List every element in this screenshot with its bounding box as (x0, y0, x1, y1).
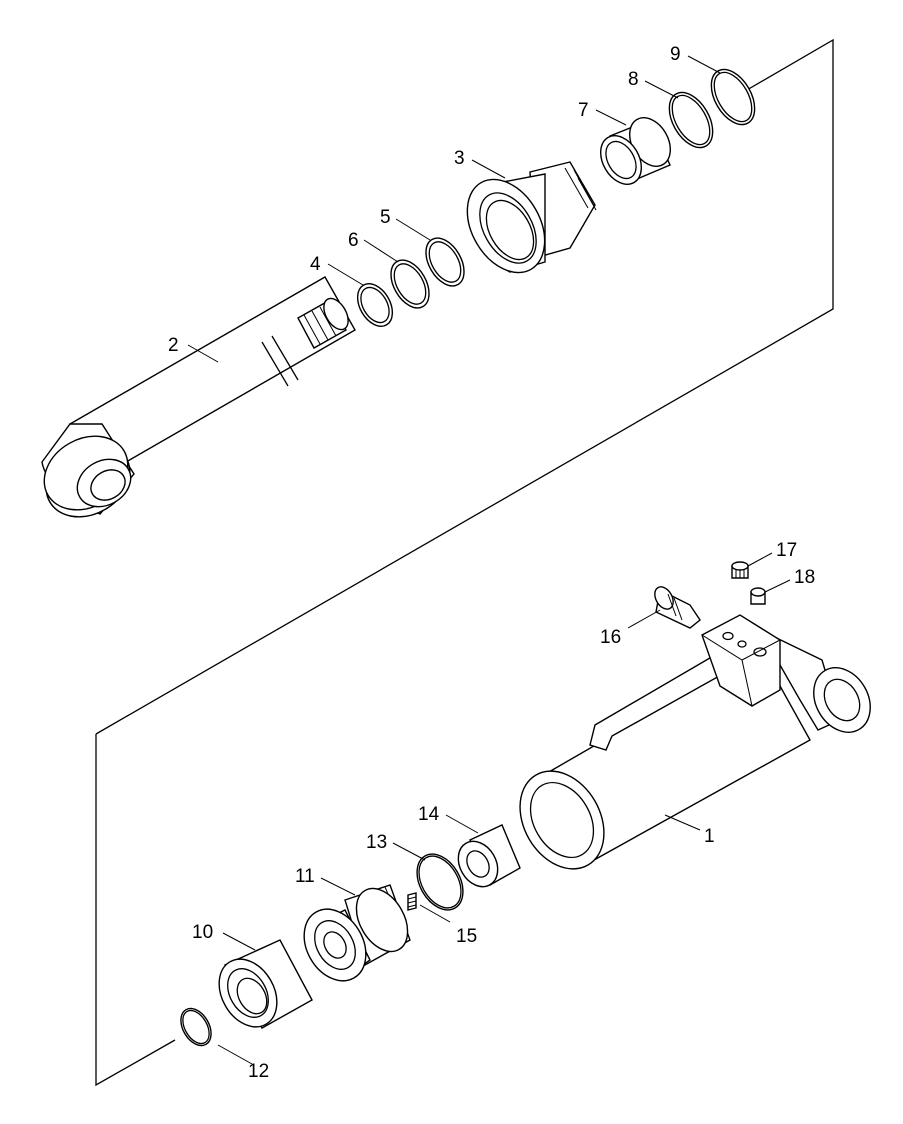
part-17-plug (731, 561, 749, 579)
part-1-cylinder-tube (519, 614, 871, 870)
leader-lines (187, 55, 791, 1065)
part-18-plug (750, 587, 766, 605)
part-label-2: 2 (168, 335, 179, 356)
part-4-ring (356, 283, 394, 327)
part-12-o-ring (180, 1007, 212, 1047)
part-label-11: 11 (295, 866, 315, 887)
part-label-7: 7 (578, 100, 589, 121)
part-11-piston (303, 884, 411, 982)
part-label-18: 18 (794, 567, 815, 588)
part-label-4: 4 (310, 254, 321, 275)
part-label-14: 14 (418, 804, 440, 825)
part-label-15: 15 (456, 926, 477, 947)
part-5-ring (425, 237, 465, 287)
part-label-5: 5 (380, 207, 391, 228)
part-label-12: 12 (248, 1061, 269, 1082)
part-2-piston-rod (41, 276, 356, 518)
part-14-nut (457, 824, 521, 888)
part-label-6: 6 (348, 230, 359, 251)
part-label-16: 16 (600, 627, 621, 648)
callout-labels: 1 2 3 4 5 6 7 8 9 10 11 12 13 14 15 16 1… (168, 44, 815, 1082)
part-7-bushing (600, 117, 671, 185)
part-10-bushing (218, 939, 313, 1029)
part-8-ring (668, 91, 714, 149)
part-label-9: 9 (670, 44, 681, 65)
part-3-gland (466, 161, 597, 274)
part-13-o-ring (416, 853, 464, 911)
part-16-valve-fitting (654, 586, 701, 629)
part-15-set-screw (407, 892, 417, 911)
part-label-3: 3 (454, 148, 465, 169)
part-label-8: 8 (628, 69, 639, 90)
part-label-10: 10 (192, 922, 213, 943)
part-label-1: 1 (704, 826, 715, 847)
part-label-13: 13 (366, 832, 387, 853)
part-label-17: 17 (776, 540, 797, 561)
part-9-ring (710, 68, 756, 126)
